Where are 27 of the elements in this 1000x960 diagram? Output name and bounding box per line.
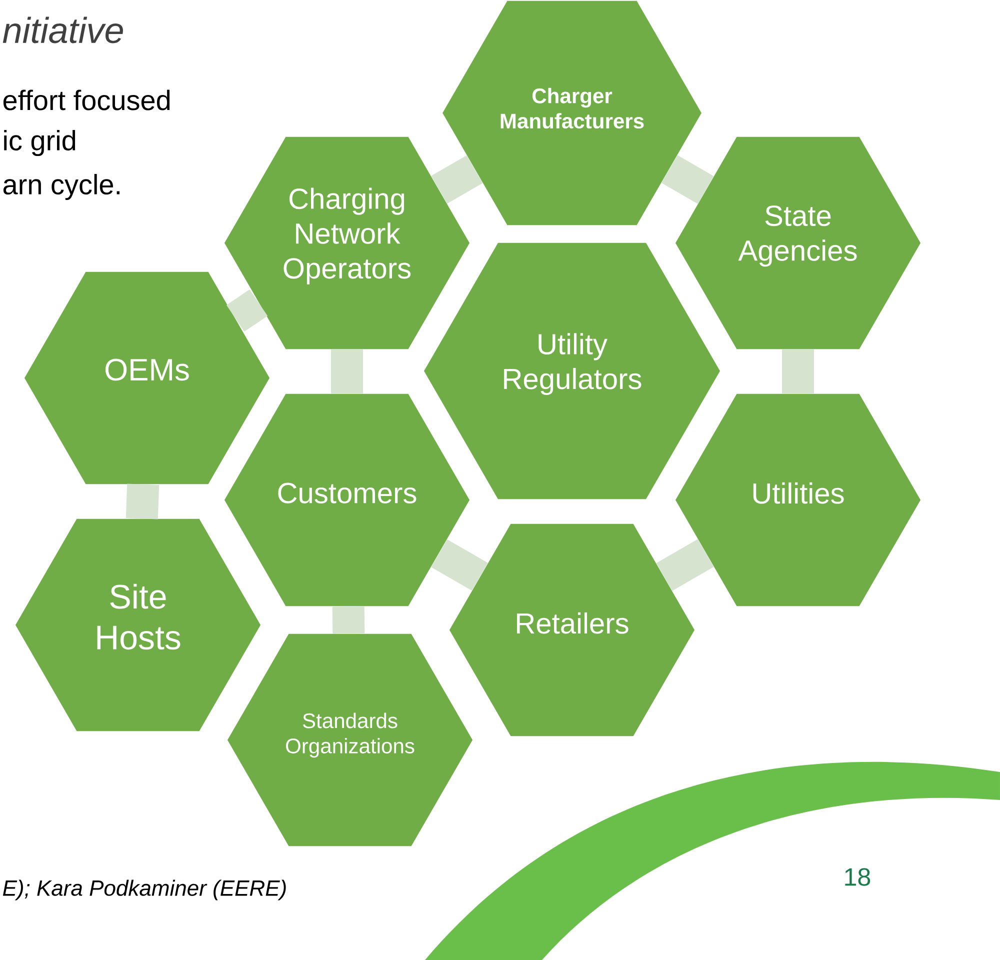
hexagon: Site Hosts (15, 518, 261, 732)
hexagon: Utilities (675, 394, 921, 606)
page-number: 18 (845, 868, 870, 886)
hexagon: OEMs (24, 272, 270, 484)
node-label: Utility Regulators (504, 333, 642, 396)
hexagon: Charger Manufacturers (442, 0, 702, 226)
hexagon: Utility Regulators (424, 242, 720, 500)
body-text: effort focused (3, 90, 170, 110)
title-fragment: nitiative (2, 16, 123, 44)
hexagon: Standards Organizations (227, 634, 473, 846)
connector (782, 349, 814, 394)
node-label: OEMs (106, 358, 189, 381)
connector (332, 606, 365, 634)
hexagon: Charging Network Operators (224, 136, 470, 350)
hexagon: State Agencies (675, 136, 921, 350)
hexagon: Customers (224, 394, 470, 606)
footnote-text: E); Kara Podkaminer (EERE) (2, 880, 286, 900)
body-text: ic grid (4, 130, 76, 156)
connector (656, 539, 714, 591)
connector (661, 155, 714, 204)
hexagon: Retailers (449, 524, 695, 736)
connector (226, 289, 268, 332)
body-text: arn cycle. (3, 174, 120, 200)
connector (431, 155, 483, 204)
connector (331, 349, 363, 394)
connector (126, 484, 160, 520)
connector (431, 539, 488, 591)
